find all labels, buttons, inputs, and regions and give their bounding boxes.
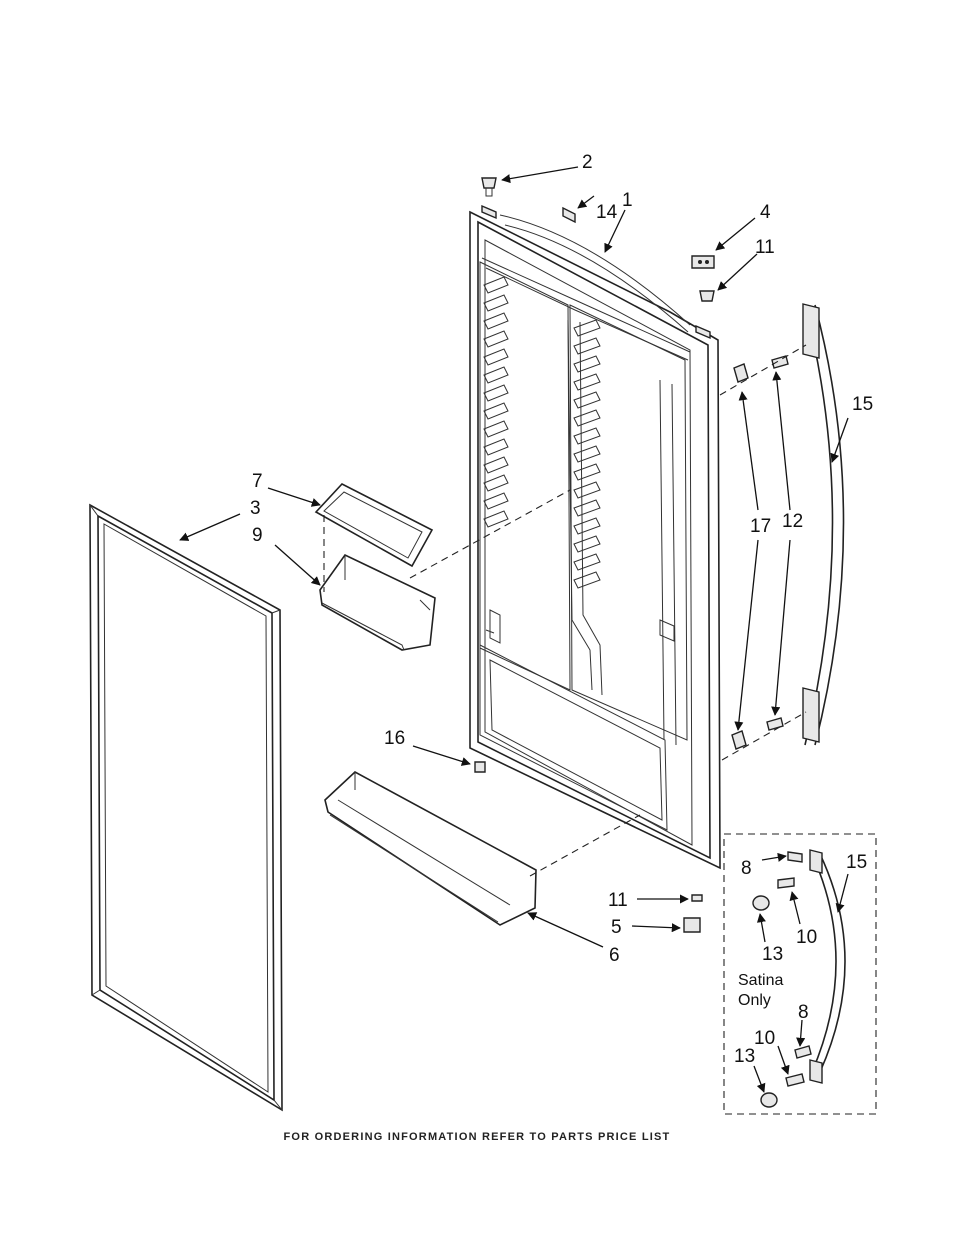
handle-screw-path-top <box>720 345 806 395</box>
door-handle <box>803 304 844 745</box>
small-door-bin <box>320 555 435 650</box>
top-right-bushing <box>696 291 714 338</box>
callout-2: 2 <box>582 152 593 173</box>
satina-screws <box>778 852 811 1086</box>
callout-11-bottom: 11 <box>608 890 628 911</box>
handle-mount-screws <box>767 356 788 730</box>
callout-1: 1 <box>622 190 633 211</box>
callout-11-top: 11 <box>755 237 775 258</box>
callout-9: 9 <box>252 525 263 546</box>
satina-handle <box>810 850 845 1083</box>
callout-labels: 2 14 1 4 11 15 7 3 9 17 12 16 8 15 11 5 … <box>250 152 873 1067</box>
inset-note-line2: Only <box>738 992 771 1009</box>
callout-17: 17 <box>750 516 771 537</box>
callout-8-bottom: 8 <box>798 1002 809 1023</box>
callout-7: 7 <box>252 471 263 492</box>
callout-12: 12 <box>782 511 803 532</box>
bottom-bushing <box>692 895 702 901</box>
callout-13-bottom: 13 <box>734 1046 755 1067</box>
top-hinge-pin <box>482 178 496 218</box>
door-gasket <box>90 505 282 1110</box>
callout-6: 6 <box>609 945 620 966</box>
callout-10-top: 10 <box>796 927 817 948</box>
large-bin-install-path <box>530 815 640 876</box>
callout-14: 14 <box>596 202 618 223</box>
top-right-hinge <box>692 256 714 268</box>
small-bin-install-path <box>410 490 570 578</box>
callout-16: 16 <box>384 728 405 749</box>
large-door-bin <box>325 772 536 925</box>
callout-10-bottom: 10 <box>754 1028 775 1049</box>
inset-note-line1: Satina <box>738 972 783 989</box>
callout-15-main: 15 <box>852 394 873 415</box>
callout-8-top: 8 <box>741 858 752 879</box>
ordering-info-footer: FOR ORDERING INFORMATION REFER TO PARTS … <box>0 1131 954 1143</box>
callout-15-inset: 15 <box>846 852 867 873</box>
center-shelf-ribs <box>568 320 602 695</box>
door-stop-bumper <box>475 762 485 772</box>
door-liner <box>470 212 720 868</box>
left-shelf-ribs <box>484 277 508 527</box>
hinge-cover-cap <box>563 208 575 222</box>
callout-4: 4 <box>760 202 771 223</box>
door-bin-cover <box>316 484 432 566</box>
callout-3: 3 <box>250 498 261 519</box>
callout-5: 5 <box>611 917 622 938</box>
bottom-hinge <box>684 918 700 932</box>
callout-13-top: 13 <box>762 944 783 965</box>
